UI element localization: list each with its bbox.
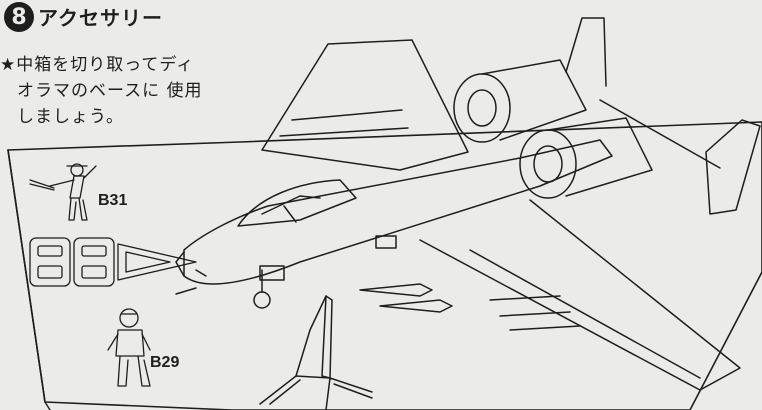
note-line-1: ★中箱を切り取ってディ bbox=[0, 55, 195, 75]
step-title: アクセサリー bbox=[38, 6, 163, 30]
figure-b29 bbox=[107, 308, 151, 387]
note-line-3: しましょう。 bbox=[17, 107, 124, 127]
step-number: 8 bbox=[11, 4, 27, 30]
display-stand bbox=[259, 295, 373, 410]
part-label-b31: B31 bbox=[98, 192, 128, 209]
base-painted-number bbox=[29, 237, 197, 287]
note-line-2: オラマのベースに 使用 bbox=[17, 81, 203, 101]
part-label-b29: B29 bbox=[150, 354, 180, 371]
diorama-base bbox=[7, 121, 762, 410]
figure-b31 bbox=[29, 163, 97, 221]
instruction-note: ★中箱を切り取ってディ オラマのベースに 使用 しましょう。 bbox=[0, 52, 203, 130]
aircraft bbox=[175, 17, 761, 391]
step-number-badge: 8 bbox=[4, 2, 34, 32]
